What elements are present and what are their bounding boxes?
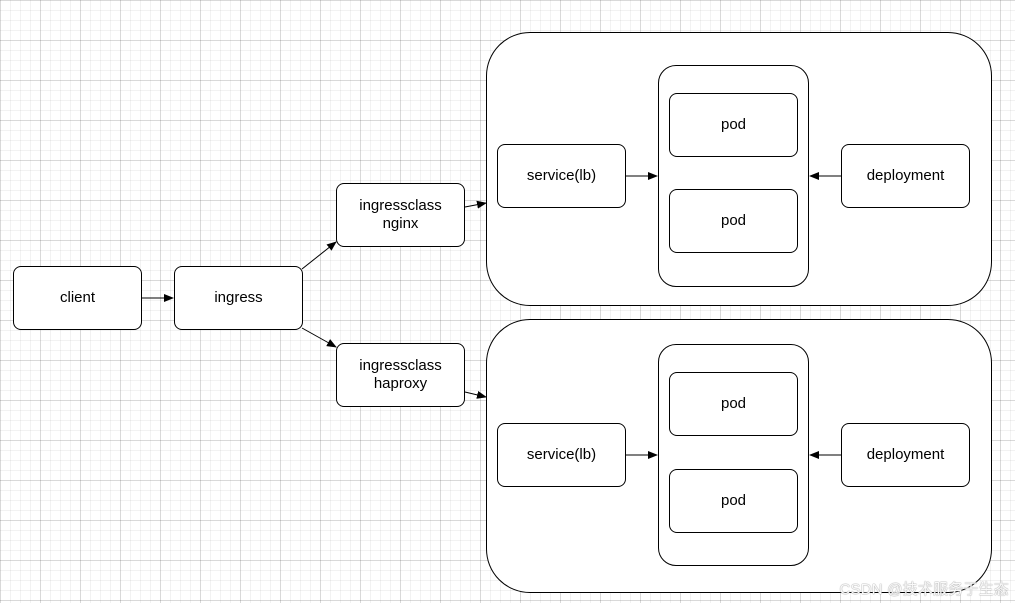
edge-nginx-group: [464, 200, 487, 209]
pod-node-2b[interactable]: pod: [669, 469, 798, 533]
service-lb-label-1: service(lb): [526, 167, 597, 184]
edge-ingress-nginx: [301, 241, 337, 270]
watermark: CSDN @技术服务于生态: [839, 581, 1009, 598]
deployment-node-2[interactable]: deployment: [841, 423, 970, 487]
ingressclass-haproxy-label-line1: ingressclass: [359, 357, 442, 374]
edge-ingress-haproxy: [301, 327, 337, 348]
client-node[interactable]: client: [13, 266, 142, 330]
client-label: client: [59, 289, 96, 306]
deployment-node-1[interactable]: deployment: [841, 144, 970, 208]
edge-haproxy-group: [464, 391, 487, 399]
pod-label-1a: pod: [720, 116, 747, 133]
pod-node-1a[interactable]: pod: [669, 93, 798, 157]
ingressclass-nginx-node[interactable]: ingressclass nginx: [336, 183, 465, 247]
service-lb-node-1[interactable]: service(lb): [497, 144, 626, 208]
ingressclass-haproxy-node[interactable]: ingressclass haproxy: [336, 343, 465, 407]
pod-node-1b[interactable]: pod: [669, 189, 798, 253]
ingressclass-nginx-label-line2: nginx: [382, 215, 419, 232]
ingressclass-nginx-label-line1: ingressclass: [359, 197, 442, 214]
ingressclass-haproxy-label-line2: haproxy: [373, 375, 428, 392]
pod-label-2a: pod: [720, 395, 747, 412]
deployment-label-2: deployment: [866, 446, 945, 463]
pod-label-1b: pod: [720, 212, 747, 229]
pod-label-2b: pod: [720, 492, 747, 509]
service-lb-label-2: service(lb): [526, 446, 597, 463]
deployment-label-1: deployment: [866, 167, 945, 184]
service-lb-node-2[interactable]: service(lb): [497, 423, 626, 487]
ingress-label: ingress: [214, 289, 263, 306]
pod-node-2a[interactable]: pod: [669, 372, 798, 436]
ingress-node[interactable]: ingress: [174, 266, 303, 330]
